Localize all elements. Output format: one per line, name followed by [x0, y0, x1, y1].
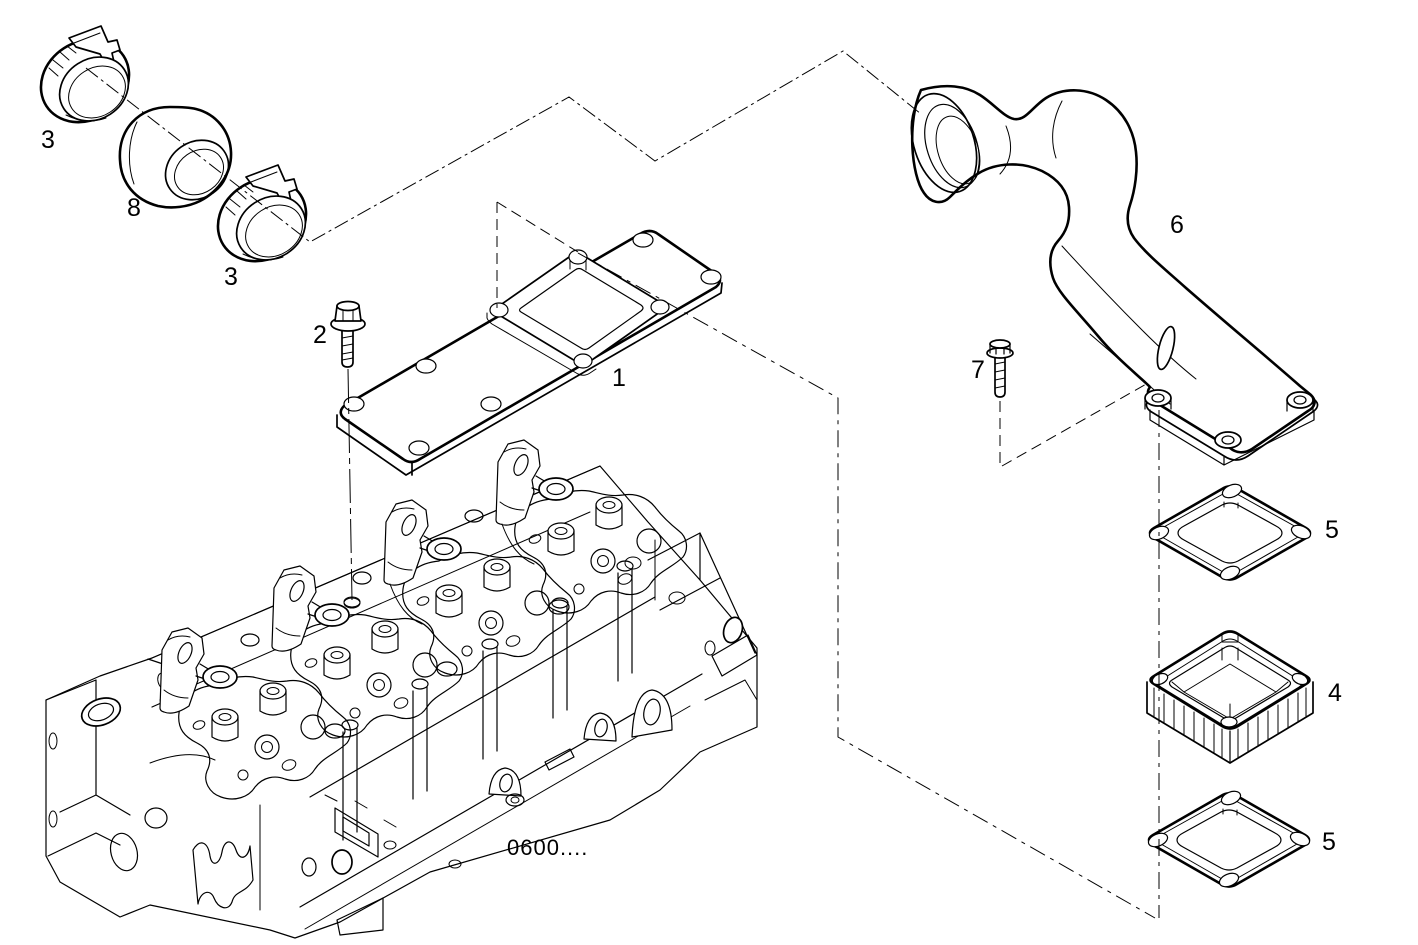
- callout-8: 8: [127, 194, 141, 222]
- sleeve-drawing: [118, 105, 233, 209]
- gasket-upper-drawing: [1146, 480, 1314, 584]
- centerlines: [85, 50, 1160, 919]
- callout-2: 2: [313, 321, 327, 349]
- callout-5-upper: 5: [1325, 516, 1339, 544]
- intake-pipe-drawing: [910, 84, 1319, 466]
- pipe-bolt-drawing: [986, 339, 1014, 398]
- flange-alignment-line: [496, 201, 579, 308]
- cover-plate-drawing: [336, 229, 723, 476]
- plate-to-stack-line: [577, 252, 1156, 919]
- hose-clamp-upper-drawing: [23, 21, 147, 141]
- drawing-note: 0600....: [507, 835, 588, 860]
- pipe-body: [910, 84, 1316, 454]
- assembly-axis-line: [85, 50, 922, 243]
- callout-6: 6: [1170, 211, 1184, 239]
- cover-bolt-axis: [347, 368, 353, 601]
- callout-1: 1: [612, 364, 626, 392]
- cylinder-head-drawing: [45, 439, 758, 939]
- callout-4: 4: [1328, 679, 1342, 707]
- pipe-flange-bosses: [1144, 389, 1314, 449]
- head-rail-bosses: [383, 689, 673, 869]
- callout-3-lower: 3: [224, 263, 238, 291]
- callout-labels: 3 8 3 2 1 6 7 5 4 5 0600....: [41, 126, 1342, 860]
- cover-bolt-drawing: [330, 300, 366, 368]
- gasket-lower-drawing: [1145, 787, 1313, 891]
- head-right-end: [624, 532, 758, 701]
- callout-5-lower: 5: [1322, 828, 1336, 856]
- spacer-drawing: [1146, 630, 1314, 764]
- callout-7: 7: [971, 356, 985, 384]
- pipe-bolt-to-flange-line: [1001, 382, 1149, 467]
- callout-3-upper: 3: [41, 126, 55, 154]
- head-intake-face: [299, 560, 703, 930]
